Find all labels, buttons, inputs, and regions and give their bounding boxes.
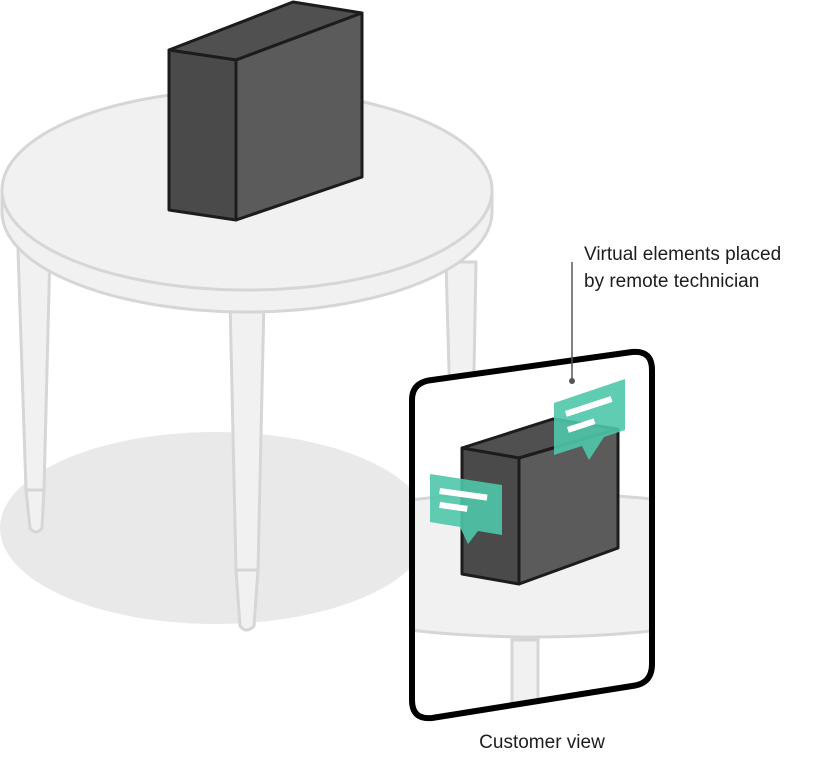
device-frame: [409, 348, 655, 722]
note-line: [439, 501, 468, 512]
callout-label: Virtual elements placed by remote techni…: [584, 241, 781, 295]
table-leg-bands: [26, 488, 258, 572]
note-line: [567, 418, 596, 433]
customer-view-screen: [409, 348, 655, 722]
physical-device-box: [167, 0, 364, 222]
virtual-note-right: [554, 379, 625, 460]
virtual-note-left: [430, 474, 502, 544]
callout-line-2: by remote technician: [584, 271, 760, 292]
callout-leader: [569, 262, 575, 384]
floor-shadow: [0, 432, 430, 624]
device-box-side: [167, 48, 238, 222]
view-table-leg: [510, 638, 540, 719]
callout-line-1: Virtual elements placed: [584, 244, 782, 265]
note-line: [439, 487, 488, 501]
customer-view-caption: Customer view: [479, 732, 605, 753]
note-line: [565, 396, 613, 417]
